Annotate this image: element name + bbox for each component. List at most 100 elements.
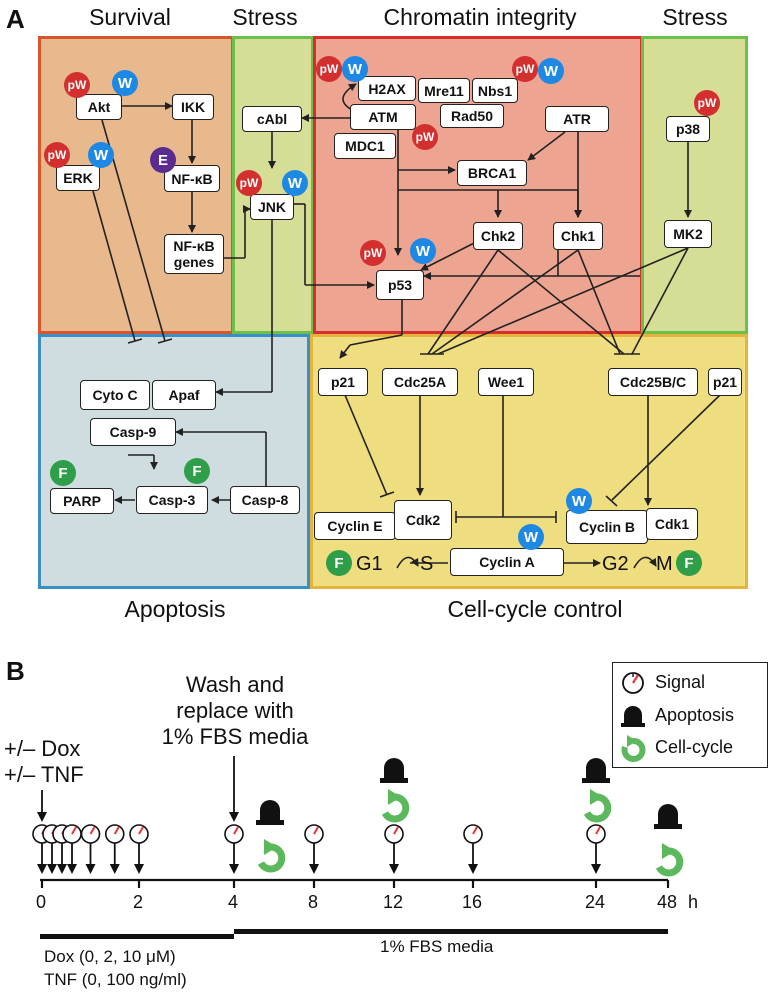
region-apoptosis [38, 334, 310, 589]
node-p21-right: p21 [708, 368, 742, 396]
header-chromatin-integrity: Chromatin integrity [383, 4, 577, 30]
legend-cell-cycle-icon [621, 735, 646, 762]
badge-w-jnk: W [282, 170, 308, 196]
badge-f-casp3: F [184, 458, 210, 484]
panel-a-letter: A [6, 4, 25, 34]
fbs-media-bar [234, 929, 668, 934]
tick-48: 48 [657, 892, 678, 912]
signal-icon [104, 824, 125, 844]
legend-apoptosis-label: Apoptosis [655, 705, 735, 725]
header-survival: Survival [89, 4, 171, 30]
signal-icon [384, 824, 404, 844]
badge-f-parp: F [50, 460, 76, 486]
node-p21-left: p21 [318, 368, 368, 396]
node-akt: Akt [76, 94, 122, 120]
apoptosis-icon [380, 758, 408, 783]
tick-24: 24 [585, 892, 606, 912]
node-chk2: Chk2 [473, 222, 523, 250]
node-nbs1: Nbs1 [472, 78, 518, 103]
header-stress-right: Stress [662, 4, 728, 30]
cell-cycle-icon [659, 843, 680, 873]
cell-cycle-icon [385, 789, 406, 819]
tick-12: 12 [383, 892, 404, 912]
dox-tnf-bar [40, 934, 234, 939]
node-cdc25bc: Cdc25B/C [608, 368, 698, 396]
legend-cell-cycle-label: Cell-cycle [655, 737, 734, 757]
node-cyclin-b: Cyclin B [566, 510, 648, 544]
panel-b-letter: B [6, 656, 25, 686]
node-cyto-c: Cyto C [80, 380, 150, 410]
legend-signal-icon [622, 672, 644, 694]
badge-w-p53: W [410, 238, 436, 264]
header-stress-left: Stress [232, 4, 298, 30]
wash-line-1: Wash and [185, 672, 285, 697]
tnf-label: TNF (0, 100 ng/ml) [44, 970, 187, 989]
badge-w-cyclinb: W [566, 488, 592, 514]
apoptosis-icon [654, 804, 682, 829]
tick-16: 16 [462, 892, 483, 912]
badge-f-g1: F [326, 550, 352, 576]
tick-8: 8 [308, 892, 319, 912]
node-p53: p53 [376, 270, 424, 300]
signal-icon [129, 824, 149, 844]
cell-cycle-icon [261, 839, 282, 869]
node-nfkb: NF-κB [164, 165, 220, 192]
node-apaf: Apaf [152, 380, 216, 410]
signal-icon [224, 824, 244, 844]
node-nfkb-genes: NF-κB genes [164, 234, 224, 274]
node-mk2: MK2 [664, 220, 712, 248]
node-casp-8: Casp-8 [230, 486, 300, 514]
node-jnk: JNK [250, 194, 294, 220]
treatment-dox: +/– Dox [4, 736, 81, 761]
phase-s: S [420, 553, 434, 575]
node-chk1: Chk1 [553, 222, 603, 250]
nfkb-genes-line1: NF-κB [173, 238, 215, 254]
wash-line-3: 1% FBS media [161, 724, 309, 749]
badge-pw-h2ax: pW [316, 56, 342, 82]
badge-pw-jnk: pW [236, 170, 262, 196]
badge-w-erk: W [88, 142, 114, 168]
treatment-tnf: +/– TNF [4, 762, 84, 787]
node-parp: PARP [50, 488, 114, 514]
node-ikk: IKK [172, 94, 214, 120]
badge-pw-p38: pW [694, 90, 720, 116]
signal-icon [586, 824, 606, 844]
badge-w-h2ax: W [342, 56, 368, 82]
node-h2ax: H2AX [358, 76, 416, 101]
node-wee1: Wee1 [478, 368, 534, 396]
tick-4: 4 [228, 892, 239, 912]
node-cabl: cAbl [242, 106, 302, 132]
badge-f-m: F [676, 550, 702, 576]
apoptosis-icon [582, 758, 610, 783]
time-unit: h [688, 892, 699, 912]
nfkb-genes-line2: genes [173, 254, 215, 270]
signal-icon [80, 824, 101, 844]
node-atr: ATR [545, 106, 609, 132]
badge-pw-erk: pW [44, 142, 70, 168]
region-stress-right [641, 36, 748, 334]
node-atm: ATM [350, 104, 416, 130]
tick-2: 2 [133, 892, 144, 912]
signal-icon [62, 824, 82, 844]
legend-apoptosis-icon [621, 706, 645, 727]
node-cdk2: Cdk2 [394, 500, 452, 540]
node-cyclin-a: Cyclin A [450, 548, 564, 576]
node-mdc1: MDC1 [334, 133, 396, 159]
node-cdk1: Cdk1 [646, 508, 698, 540]
phase-g1: G1 [356, 553, 383, 575]
badge-w-akt: W [112, 70, 138, 96]
node-casp-9: Casp-9 [90, 418, 176, 446]
signal-icon [304, 824, 324, 844]
badge-pw-nbs1: pW [512, 56, 538, 82]
cell-cycle-icon [587, 789, 608, 819]
node-mre11: Mre11 [418, 78, 470, 103]
legend-signal-label: Signal [655, 672, 706, 692]
dox-label: Dox (0, 2, 10 μM) [44, 947, 176, 966]
apoptosis-icon [256, 800, 284, 825]
badge-w-nbs1: W [538, 58, 564, 84]
node-rad50: Rad50 [440, 104, 504, 128]
badge-pw-akt: pW [64, 72, 90, 98]
fbs-media-label: 1% FBS media [380, 937, 494, 956]
